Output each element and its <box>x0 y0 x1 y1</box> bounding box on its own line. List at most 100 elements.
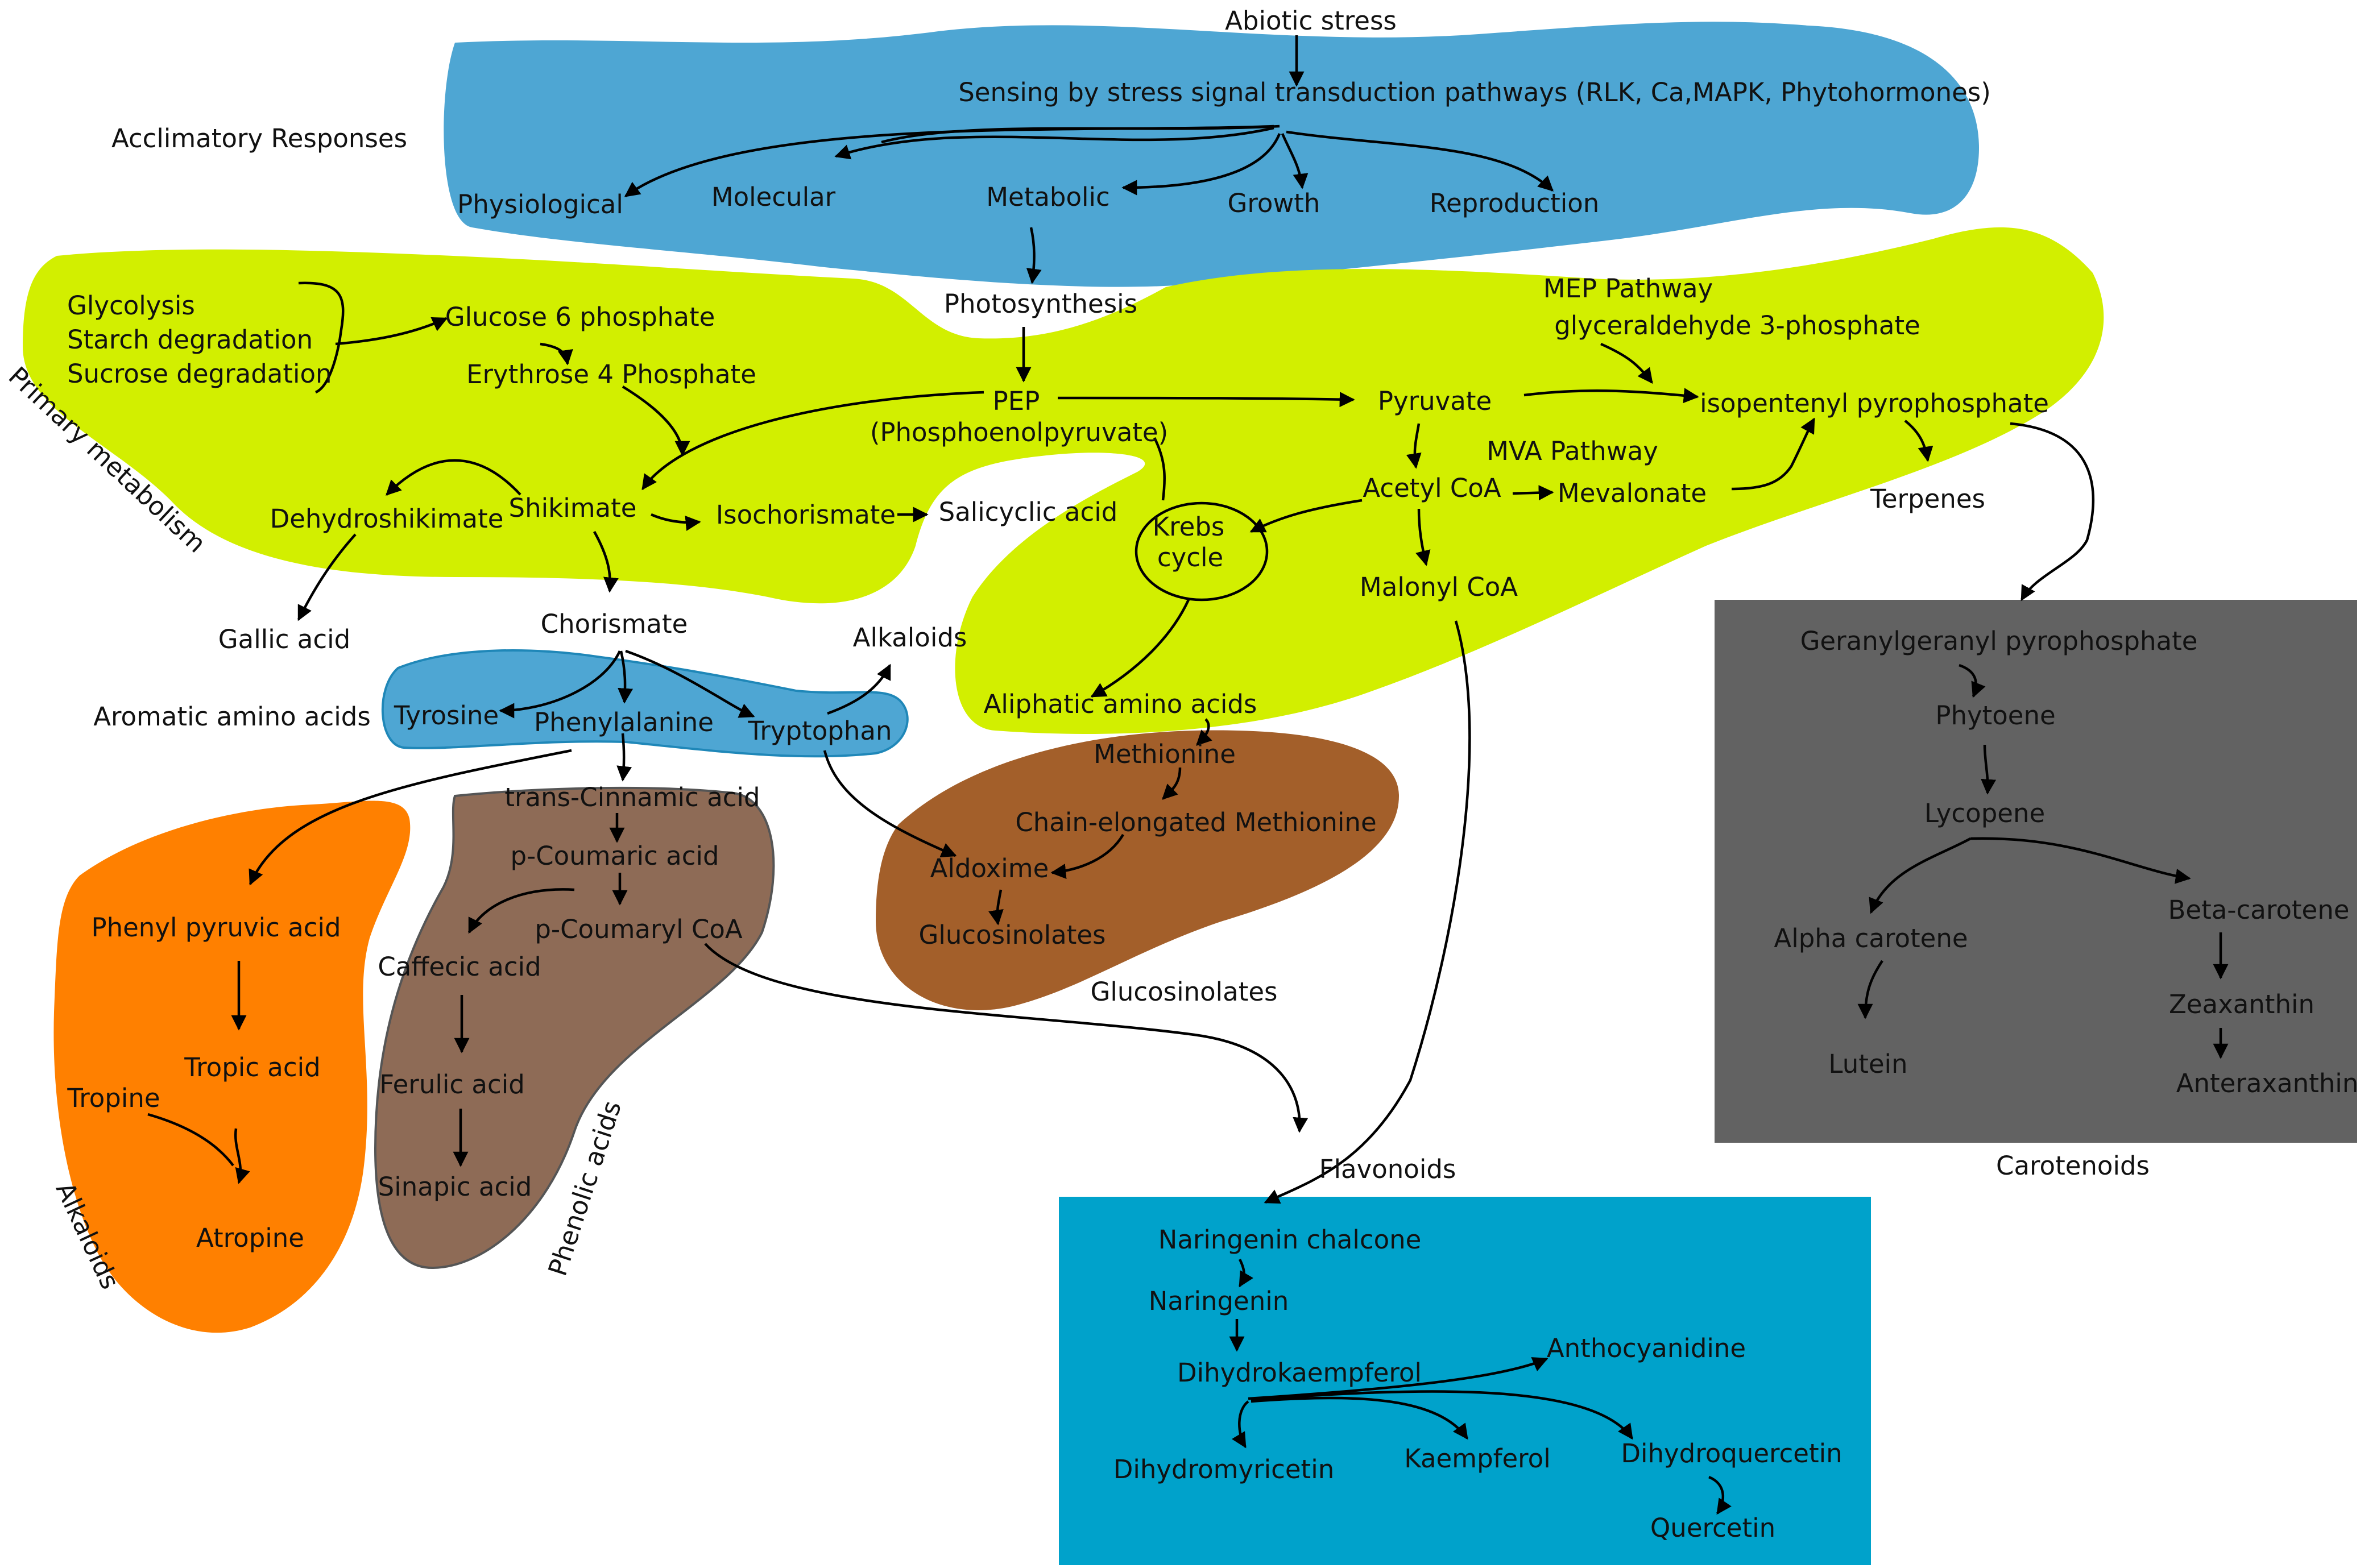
label-isochorismate: Isochorismate <box>716 500 896 530</box>
label-quercetin: Quercetin <box>1650 1513 1775 1543</box>
label-tropic-acid: Tropic acid <box>184 1052 320 1082</box>
arrow-dihydrokaempferol-to-anthocyanidine <box>1248 1357 1549 1400</box>
arrow-pep-to-pyruvate <box>1057 392 1355 408</box>
phenolic-acids-region <box>374 786 775 1270</box>
label-anthocyanidine: Anthocyanidine <box>1547 1333 1746 1363</box>
arrow-acetyl-to-krebs <box>1249 499 1363 533</box>
label-naringenin-chalcone: Naringenin chalcone <box>1158 1225 1422 1255</box>
label-terpenes: Terpenes <box>1870 484 1985 514</box>
label-glucosinolates: Glucosinolates <box>1090 977 1277 1007</box>
arrow-krebs-to-aliphatic <box>1090 599 1190 698</box>
label-mep-pathway: MEP Pathway <box>1543 273 1713 304</box>
arrow-glyceraldehyde-to-isopentenyl <box>1600 342 1653 384</box>
label-kaempferol: Kaempferol <box>1404 1443 1550 1474</box>
label-tryptophan: Tryptophan <box>748 716 892 746</box>
label-caffecic-acid: Caffecic acid <box>378 952 541 982</box>
label-sensing: Sensing by stress signal transduction pa… <box>958 77 1991 107</box>
label-zeaxanthin: Zeaxanthin <box>2169 989 2315 1019</box>
label-dihydromyricetin: Dihydromyricetin <box>1113 1454 1334 1484</box>
label-starch-degradation: Starch degradation <box>67 325 313 355</box>
label-carotenoids: Carotenoids <box>1996 1151 2150 1181</box>
label-krebs: Krebs <box>1153 512 1225 542</box>
arrow-methionine-to-chainelongated <box>1162 767 1182 800</box>
label-dehydroshikimate: Dehydroshikimate <box>270 504 504 534</box>
arrow-dihydrokaempferol-to-dihydroquercetin <box>1251 1390 1633 1440</box>
label-dihydroquercetin: Dihydroquercetin <box>1621 1438 1842 1469</box>
label-cycle: cycle <box>1157 542 1223 573</box>
label-mva-pathway: MVA Pathway <box>1487 436 1658 466</box>
label-isopentenyl-pyrophosphate: isopentenyl pyrophosphate <box>1700 388 2049 418</box>
label-pyruvate: Pyruvate <box>1378 386 1492 416</box>
arrow-lycopene-to-beta <box>1970 837 2191 884</box>
arrow-isopentenyl-to-geranylgeranyl <box>2010 422 2095 602</box>
arrow-alpha-to-lutein <box>1857 960 1883 1019</box>
label-acetyl-coa: Acetyl CoA <box>1363 473 1501 503</box>
arrow-phenylalanine-to-phenylpyruvic <box>249 749 572 886</box>
arrow-to-physiological <box>624 125 1274 197</box>
arrow-tryptophan-to-aldoxime <box>823 750 957 857</box>
arrow-pcoumaric-to-caffecic <box>467 888 575 934</box>
label-lutein: Lutein <box>1828 1049 1907 1079</box>
primary-metabolism-region <box>23 227 2104 735</box>
arrow-chorismate-to-tyrosine <box>499 650 622 719</box>
label-aldoxime: Aldoxime <box>930 853 1049 883</box>
arrow-dihydrokaempferol-to-dihydromyricetin <box>1231 1400 1249 1449</box>
bracket-sugar-sources <box>298 281 345 394</box>
label-naringenin: Naringenin <box>1149 1286 1289 1316</box>
label-sucrose-degradation: Sucrose degradation <box>67 359 332 389</box>
label-erythrose-4-phosphate: Erythrose 4 Phosphate <box>466 359 756 389</box>
arrow-to-reproduction <box>1286 130 1554 192</box>
label-aromatic-amino-acids: Aromatic amino acids <box>93 702 371 732</box>
label-phenyl-pyruvic-acid: Phenyl pyruvic acid <box>91 912 341 943</box>
label-aliphatic-amino-acids: Aliphatic amino acids <box>984 689 1257 719</box>
label-gallic-acid: Gallic acid <box>218 624 350 654</box>
arrow-to-growth <box>1281 133 1309 189</box>
label-tyrosine: Tyrosine <box>394 700 499 731</box>
line-pep-to-krebs <box>1153 437 1166 501</box>
label-p-coumaryl-coa: p-Coumaryl CoA <box>535 914 743 944</box>
label-trans-cinnamic-acid: trans-Cinnamic acid <box>504 782 760 812</box>
label-reproduction: Reproduction <box>1430 188 1600 218</box>
alkaloids-region <box>53 800 411 1333</box>
label-physiological: Physiological <box>457 189 623 219</box>
arrow-dihydrokaempferol-to-kaempferol <box>1251 1396 1468 1440</box>
label-photosynthesis: Photosynthesis <box>944 289 1137 319</box>
arrow-glucose6p-to-erythrose <box>540 342 573 366</box>
label-methionine: Methionine <box>1094 739 1236 769</box>
line-tropine-merge <box>147 1113 234 1167</box>
label-phytoene: Phytoene <box>1935 700 2055 731</box>
label-ferulic-acid: Ferulic acid <box>379 1069 525 1100</box>
label-tropine: Tropine <box>67 1083 160 1113</box>
arrow-acetyl-to-malonyl <box>1415 508 1431 566</box>
glucosinolates-region <box>876 730 1399 1010</box>
label-shikimate: Shikimate <box>509 493 637 523</box>
arrow-shikimate-to-dehydroshikimate <box>386 459 521 496</box>
label-malonyl-coa: Malonyl CoA <box>1360 572 1518 602</box>
label-chain-elongated-methionine: Chain-elongated Methionine <box>1015 807 1376 837</box>
arrow-dihydroquercetin-to-quercetin <box>1708 1475 1732 1515</box>
carotenoids-box <box>1715 600 2357 1143</box>
arrow-aldoxime-to-glucosinolates <box>988 889 1004 926</box>
label-chorismate: Chorismate <box>541 609 688 639</box>
arrow-isopentenyl-to-terpenes <box>1904 420 1933 462</box>
label-metabolic: Metabolic <box>986 182 1110 212</box>
pathway-arrows <box>147 35 2229 1515</box>
aromatic-amino-acids-region <box>381 649 909 758</box>
arrow-mevalonate-to-isopentenyl <box>1731 417 1815 491</box>
arrow-shikimate-to-isochorismate <box>651 513 701 531</box>
arrow-to-molecular <box>834 126 1274 160</box>
label-sinapic-acid: Sinapic acid <box>378 1172 532 1202</box>
label-glucosinolates-inner: Glucosinolates <box>918 920 1106 950</box>
label-glucose-6-phosphate: Glucose 6 phosphate <box>445 302 715 332</box>
arrow-shikimate-to-chorismate <box>593 530 619 593</box>
arrow-naringeninchalcone-to-naringenin <box>1238 1258 1253 1288</box>
arrow-chorismate-to-tryptophan <box>625 649 755 718</box>
label-atropine: Atropine <box>196 1223 304 1253</box>
arrow-erythrose-to-shikimate <box>622 385 690 457</box>
label-geranylgeranyl-pyrophosphate: Geranylgeranyl pyrophosphate <box>1800 626 2198 656</box>
label-growth: Growth <box>1228 188 1320 218</box>
label-pep: PEP <box>993 386 1040 416</box>
label-p-coumaric-acid: p-Coumaric acid <box>510 841 719 871</box>
arrow-lycopene-to-alpha <box>1869 837 1972 914</box>
